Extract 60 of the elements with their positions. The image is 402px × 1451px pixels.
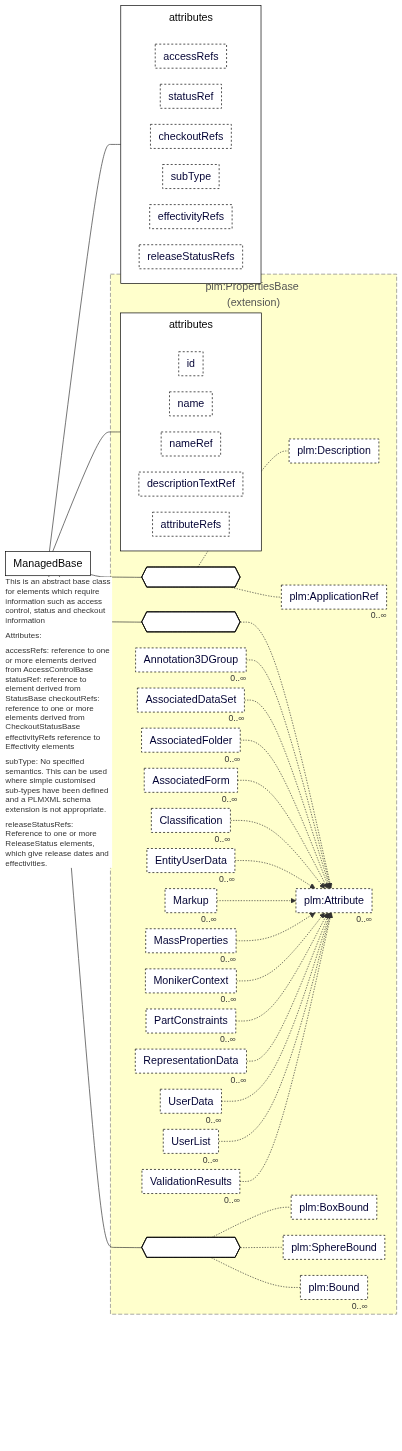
connector	[49, 144, 122, 552]
node-box: Annotation3DGroup	[135, 647, 247, 673]
node-box: id	[178, 351, 204, 377]
connector	[52, 431, 121, 552]
node-box: effectivityRefs	[149, 204, 233, 229]
connector	[240, 1247, 284, 1248]
node-box: RepresentationData	[134, 1048, 247, 1074]
node-label: 0..∞	[221, 793, 238, 804]
node-box: statusRef	[159, 83, 222, 109]
node-box: Classification	[151, 808, 231, 833]
connector	[211, 1206, 292, 1238]
node-box: releaseStatusRefs	[138, 244, 243, 270]
node-box: accessRefs	[154, 43, 227, 69]
connector	[211, 1257, 301, 1288]
node-box: plm:ApplicationRef	[281, 584, 387, 610]
node-label: 0..∞	[351, 1300, 368, 1311]
node-box: attributeRefs	[152, 511, 230, 537]
node-label: 0..∞	[205, 1114, 222, 1125]
connector	[90, 574, 143, 578]
node-box: plm:Bound	[300, 1275, 368, 1300]
node-box: name	[169, 391, 213, 417]
node-label: releaseStatusRefs: Reference to one or more ReleaseStatus elements, which give release dates and effectivities.	[5, 819, 109, 868]
node-label: 0..∞	[223, 1194, 240, 1205]
node-label: 0..∞	[200, 914, 217, 925]
node-box: plm:Attribute	[295, 888, 373, 914]
node-box: AssociatedFolder	[141, 727, 241, 753]
node-label: 0..∞	[219, 1034, 236, 1045]
node-box: ManagedBase	[5, 551, 91, 577]
node-box: plm:BoxBound	[290, 1194, 378, 1220]
node-label: 0..∞	[230, 1074, 247, 1085]
node-label: 0..∞	[224, 753, 241, 764]
node-label: Attributes:	[5, 630, 42, 640]
node-label: 0..∞	[228, 713, 245, 724]
node-label: 0..∞	[214, 833, 231, 844]
node-label: 0..∞	[370, 610, 387, 621]
node-label: This is an abstract base class for elements which require information such as access control, status and checkout information	[5, 577, 111, 625]
node-box: checkoutRefs	[150, 124, 232, 149]
node-box: descriptionTextRef	[138, 471, 244, 497]
node-label: 0..∞	[220, 954, 237, 965]
node-label: 0..∞	[220, 994, 237, 1005]
node-box: UserList	[162, 1129, 219, 1154]
node-box: plm:Description	[288, 438, 380, 464]
node-box: AssociatedDataSet	[137, 687, 245, 713]
node-box: PartConstraints	[145, 1008, 237, 1034]
node-label: accessRefs: reference to one or more elements derived from AccessControlBase statusRef: reference to element derived from StatusBase checkoutRefs: reference to one or more elements derived from CheckoutStatusBase effectivityRefs reference to Effectivity elements	[5, 645, 110, 752]
node-box: subType	[162, 164, 220, 189]
node-label: 0..∞	[219, 873, 235, 884]
node-box: AssociatedForm	[143, 767, 238, 793]
node-box: ValidationResults	[141, 1169, 241, 1194]
node-label: subType: No specified semantics. This can be used where simple customised sub-types have been defined and a PLMXML schema extension is not appropriate.	[5, 756, 109, 815]
node-box: EntityUserData	[146, 848, 236, 873]
node-box: MassProperties	[145, 928, 237, 954]
node-box: MonikerContext	[145, 968, 237, 994]
node-label: 0..∞	[356, 914, 373, 925]
node-box: Markup	[164, 888, 218, 914]
node-box: plm:SphereBound	[282, 1234, 386, 1260]
node-label: 0..∞	[230, 673, 247, 684]
node-box: UserData	[159, 1088, 222, 1114]
node-label: 0..∞	[202, 1154, 219, 1165]
node-box: nameRef	[160, 431, 221, 457]
